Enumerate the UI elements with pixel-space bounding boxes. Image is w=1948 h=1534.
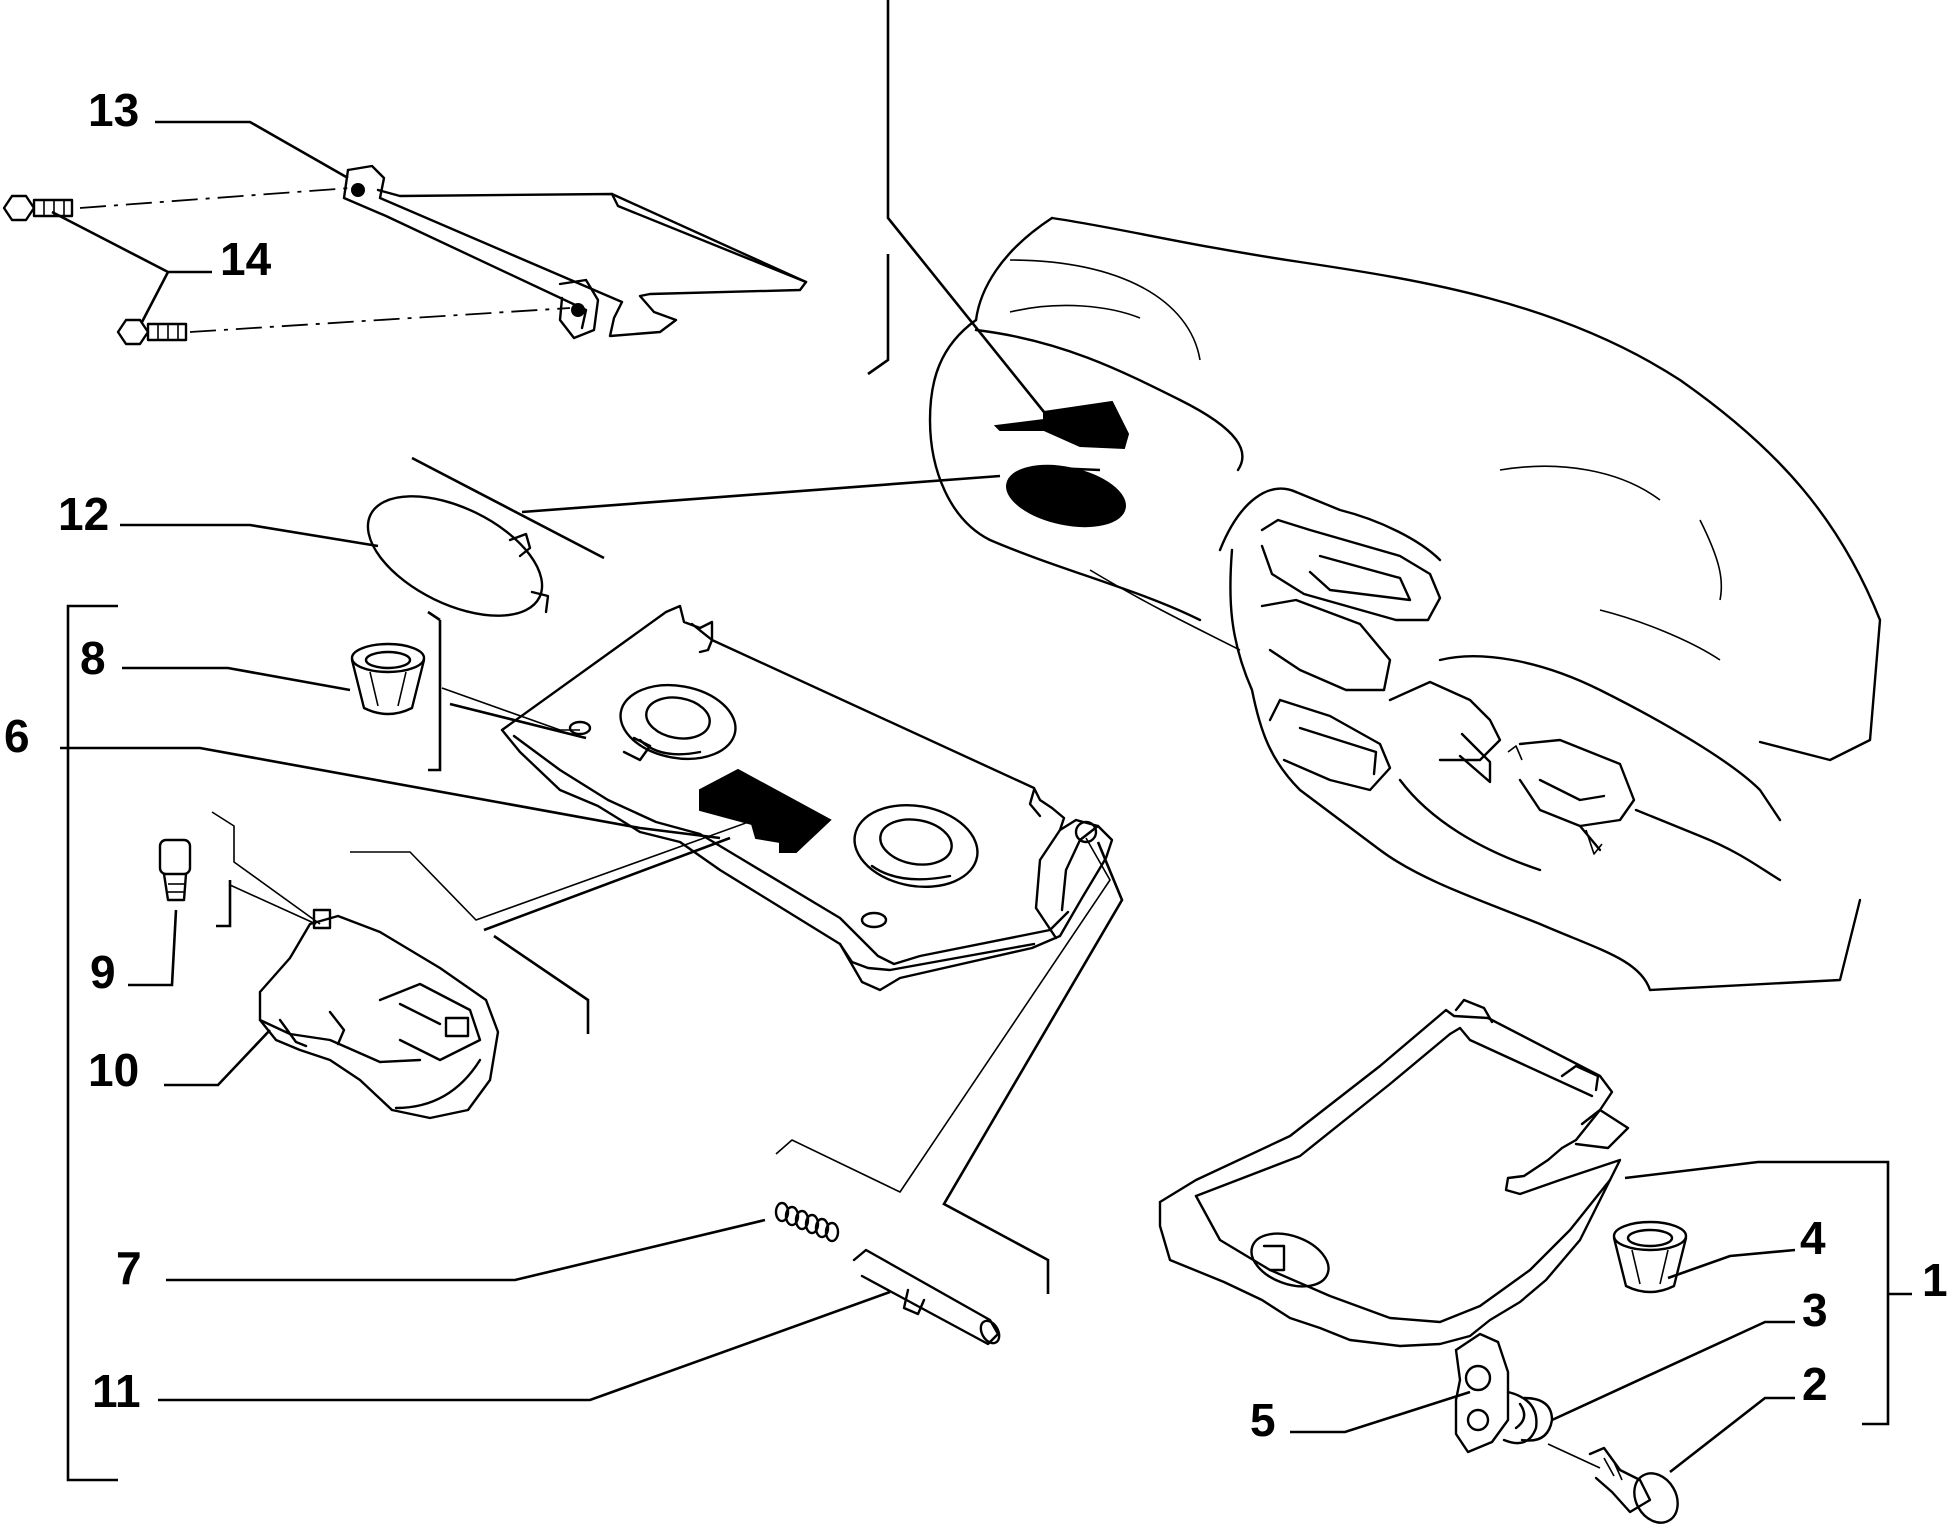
leader-14b [140,271,170,323]
leader-4 [1667,1248,1796,1280]
part-8-bump-stop [350,642,426,716]
leader-5 [1290,1390,1471,1434]
part-10-latch-handle [258,908,500,1120]
part-13-bracket [342,164,808,340]
part-6-glovebox-tray [500,604,1114,992]
callout-10: 10 [88,1044,139,1096]
callout-1: 1 [1922,1254,1948,1306]
part-9-bolt [158,838,192,902]
leader-3 [1551,1320,1795,1422]
pointer-9 [229,884,317,925]
part-12-oval-cover [366,495,550,617]
callout-14: 14 [220,233,272,285]
callout-5: 5 [1250,1394,1276,1446]
leader-11 [158,1290,891,1402]
leader-8 [122,666,351,692]
pointer-12-b [411,456,605,560]
pointer-8b [449,702,587,740]
bracket-1 [1624,1160,1890,1426]
leader-6 [60,746,721,840]
bracket-8 [428,620,442,772]
part-14-screws [2,187,571,346]
pointer-short [867,254,890,376]
part-2-screw [1547,1443,1679,1524]
location-pointers [211,0,1124,1294]
pointer-6c [493,934,590,1034]
part-3-clip [1520,1396,1554,1442]
part-4-bump-stop [1612,1220,1688,1294]
leader-13 [155,120,349,180]
callout-2: 2 [1802,1358,1828,1410]
pointer-10-thin [350,809,783,921]
callout-12: 12 [58,488,109,540]
part-7-spring [774,1201,840,1243]
leader-7 [166,1218,766,1282]
callout-6: 6 [4,710,30,762]
part-5-hinge [1454,1332,1538,1454]
leader-14a [51,210,212,274]
bracket-9 [216,880,232,928]
callout-13: 13 [88,84,139,136]
left-group-bracket [66,604,118,1482]
leader-12 [120,523,379,548]
pointer-12 [521,474,1001,514]
dashboard [928,216,1882,992]
callout-7: 7 [116,1242,142,1294]
pointer-pin [942,841,1124,1294]
leader-lines [51,120,1912,1482]
part-11-pin [852,1248,1001,1346]
pointer-9-thin [211,811,321,925]
callout-11: 11 [92,1365,141,1417]
bracket-8-top [427,610,441,622]
pointer-8-hole [441,687,580,731]
callout-8: 8 [80,632,106,684]
callout-4: 4 [1800,1212,1826,1264]
pointer-6b [483,836,731,932]
pointer-pin-thin [775,837,1111,1193]
part-1-lid [1158,998,1630,1348]
pointer-top [886,0,1046,413]
leader-10 [164,1029,271,1087]
leader-2 [1669,1396,1795,1474]
callout-3: 3 [1802,1284,1828,1336]
callout-9: 9 [90,946,116,998]
leader-9 [128,909,178,987]
